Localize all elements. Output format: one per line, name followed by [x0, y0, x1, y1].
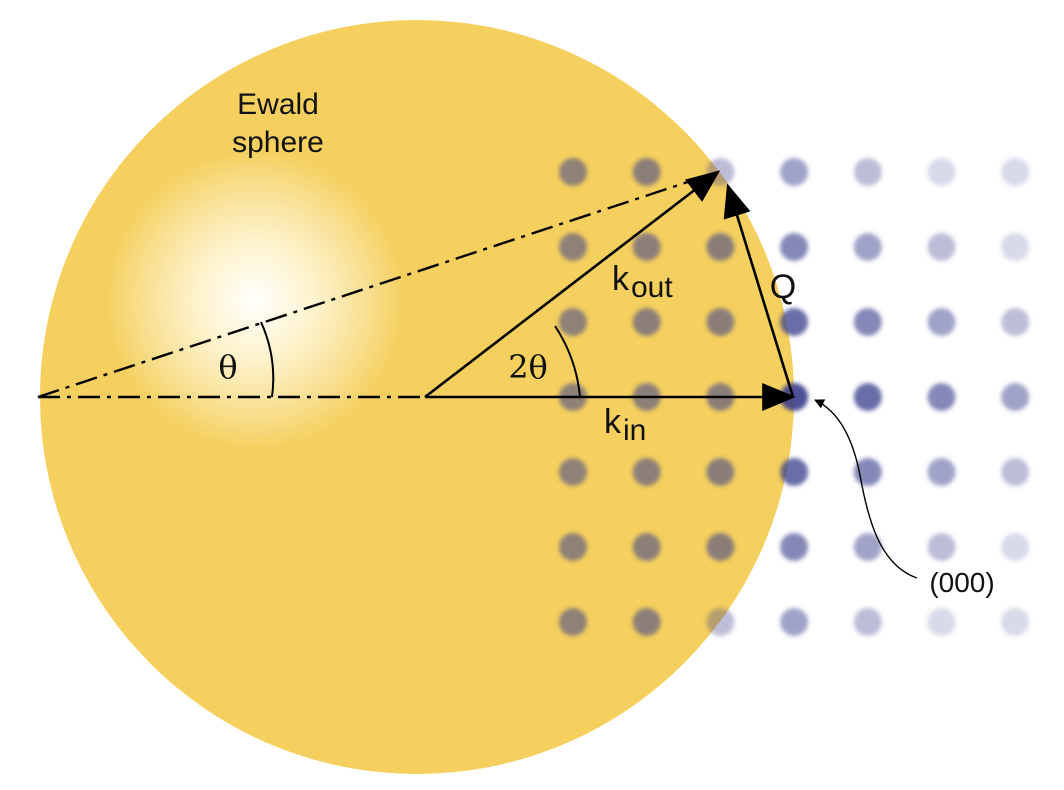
k-in-main: k: [604, 403, 622, 441]
lattice-point: [1001, 383, 1030, 411]
lattice-point: [559, 608, 587, 636]
two-theta-arc: [554, 325, 581, 398]
lattice-point: [1001, 608, 1030, 636]
sphere-glow: [105, 150, 405, 450]
k-out-arrow: [424, 170, 721, 399]
origin-pointer: [814, 399, 918, 579]
q-label: Q: [770, 268, 796, 306]
lattice-point: [632, 458, 661, 486]
lattice-point: [927, 533, 956, 561]
lattice-point: [927, 158, 956, 186]
lattice-point: [559, 458, 587, 486]
lattice-point: [632, 158, 661, 186]
lattice-point: [927, 383, 956, 411]
lattice-point: [559, 158, 587, 186]
lattice-point: [853, 383, 882, 411]
lattice-point: [706, 608, 735, 636]
k-out-subscript: out: [631, 271, 673, 304]
k-out-label: kout: [612, 260, 673, 304]
lattice-point: [780, 158, 809, 186]
lattice-point: [780, 458, 809, 486]
lattice-point: [1001, 158, 1030, 186]
lattice-point: [1001, 233, 1030, 261]
origin-label: (000): [929, 567, 994, 598]
reciprocal-lattice: [559, 158, 1030, 636]
lattice-point: [927, 233, 956, 261]
lattice-point: [853, 308, 882, 336]
q-arrow: [723, 183, 795, 398]
lattice-point: [780, 308, 809, 336]
lattice-point: [706, 533, 735, 561]
ewald-sphere-label-line2: sphere: [232, 126, 324, 159]
lattice-point: [559, 308, 587, 336]
lattice-point: [853, 533, 882, 561]
lattice-point: [853, 608, 882, 636]
lattice-point: [927, 308, 956, 336]
k-in-subscript: in: [623, 414, 646, 447]
lattice-point: [632, 533, 661, 561]
lattice-point: [559, 533, 587, 561]
lattice-point: [706, 233, 735, 261]
lattice-point: [853, 158, 882, 186]
lattice-point: [559, 233, 587, 261]
lattice-point: [780, 533, 809, 561]
lattice-point: [632, 233, 661, 261]
lattice-point: [706, 458, 735, 486]
lattice-point: [927, 458, 956, 486]
lattice-point: [1001, 458, 1030, 486]
lattice-point: [853, 233, 882, 261]
theta-label: θ: [218, 348, 237, 386]
lattice-point: [780, 233, 809, 261]
k-out-main: k: [612, 260, 630, 298]
lattice-point: [632, 308, 661, 336]
lattice-point: [927, 608, 956, 636]
ewald-sphere-label-line1: Ewald: [237, 88, 319, 121]
lattice-point: [706, 308, 735, 336]
two-theta-label: 2θ: [508, 348, 548, 386]
lattice-point: [632, 608, 661, 636]
theta-arc: [260, 321, 275, 398]
k-in-label: kin: [604, 403, 646, 447]
lattice-point: [853, 458, 882, 486]
lattice-point: [780, 608, 809, 636]
lattice-point: [1001, 308, 1030, 336]
lattice-point: [1001, 533, 1030, 561]
lattice-point: [706, 158, 735, 186]
